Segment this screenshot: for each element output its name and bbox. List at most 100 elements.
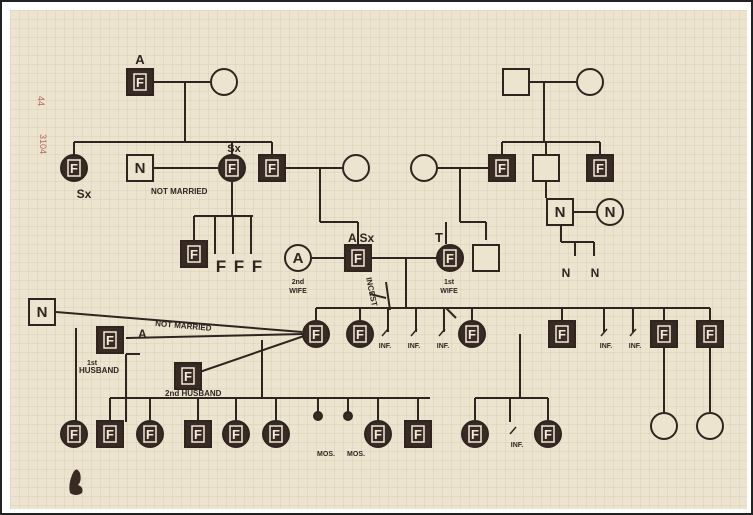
gen1-male-left-letter: F: [136, 75, 144, 90]
gen5-male-3: F: [404, 420, 432, 448]
gen4-male-n-letter: N: [37, 304, 48, 321]
margin-note-2: 3104: [38, 134, 48, 154]
gen4-second-husband-letter: F: [184, 369, 192, 384]
gen3-first-wife-letter: F: [446, 251, 454, 266]
gen5-female-4-letter: F: [272, 427, 280, 442]
label-a-husband: A: [138, 327, 147, 341]
gen3-male-a-sx-letter: F: [354, 251, 362, 266]
gen4-male-2-letter: F: [660, 327, 668, 342]
gen4-male-3: F: [696, 320, 724, 348]
infant-mark-1: [381, 328, 389, 337]
gen4-first-husband: F: [96, 326, 124, 354]
gen5-male-1-letter: F: [106, 427, 114, 442]
gen5-female-open-1: [650, 412, 678, 440]
label-second-husband: 2nd HUSBAND: [165, 389, 222, 398]
gen5-female-5-letter: F: [374, 427, 382, 442]
gen5-female-6-letter: F: [471, 427, 479, 442]
label-ffff-2: F: [234, 257, 244, 276]
gen2-female-sx-mid: F: [218, 154, 246, 182]
gen4-first-husband-letter: F: [106, 333, 114, 348]
gen1-male-left: F: [126, 68, 154, 96]
gen3-second-wife: A: [284, 244, 312, 272]
label-inf-5: INF.: [629, 343, 642, 350]
connection-lines: [55, 81, 711, 435]
label-ffff-3: F: [252, 257, 262, 276]
gen5-female-4: F: [262, 420, 290, 448]
gen2-female-sx-mid-letter: F: [228, 161, 236, 176]
gen5-female-2-letter: F: [146, 427, 154, 442]
gen3-male-n-letter: N: [555, 204, 566, 221]
label-first-wife-1: 1st: [444, 279, 455, 286]
label-second-wife-2: WIFE: [289, 288, 307, 295]
gen3-female-n-letter: N: [605, 204, 616, 221]
gen2-male-right-3-letter: F: [596, 161, 604, 176]
gen2-male-f: F: [258, 154, 286, 182]
label-inf-4: INF.: [600, 343, 613, 350]
gen1-female-left: [210, 68, 238, 96]
label-sx-left: Sx: [77, 187, 92, 201]
label-not-married-top: NOT MARRIED: [151, 187, 208, 196]
label-first-husband-2: HUSBAND: [79, 366, 119, 375]
margin-note-1: 44: [36, 96, 46, 106]
label-top-a: A: [135, 52, 145, 67]
gen2-male-n-letter: N: [135, 160, 146, 177]
gen4-female-1: F: [302, 320, 330, 348]
infant-mark-2: [410, 328, 418, 337]
gen4-male-2: F: [650, 320, 678, 348]
gen2-husband-right: [410, 154, 438, 182]
gen2-male-right-1-letter: F: [498, 161, 506, 176]
gen5-female-3-letter: F: [232, 427, 240, 442]
gen2-female-sx: F: [60, 154, 88, 182]
label-second-wife-1: 2nd: [292, 279, 304, 286]
label-inf-1: INF.: [379, 343, 392, 350]
gen5-male-2: F: [184, 420, 212, 448]
gen2-male-f-letter: F: [268, 161, 276, 176]
label-first-wife-2: WIFE: [440, 288, 458, 295]
infant-mark-3: [438, 328, 446, 337]
gen4-male-1-letter: F: [558, 327, 566, 342]
gen5-female-1: F: [60, 420, 88, 448]
gen5-female-6: F: [461, 420, 489, 448]
label-t: T: [435, 230, 443, 245]
gen1-female-right: [576, 68, 604, 96]
gen2-male-right-3: F: [586, 154, 614, 182]
gen3-first-wife: F: [436, 244, 464, 272]
label-first-husband-1: 1st: [87, 360, 98, 367]
gen3-second-wife-letter: A: [293, 250, 304, 267]
infant-mark-5: [629, 328, 637, 337]
label-inf-6: INF.: [511, 442, 524, 449]
label-sx-mid: Sx: [227, 143, 241, 155]
label-mos-1: MOS.: [317, 451, 335, 458]
infant-mark-6: [509, 426, 517, 435]
gen5-miscarriage-2: [343, 411, 353, 421]
gen2-male-n: N: [126, 154, 154, 182]
gen4-male-1: F: [548, 320, 576, 348]
label-inf-3: INF.: [437, 343, 450, 350]
label-n-child-1: N: [562, 266, 571, 280]
gen4-male-3-letter: F: [706, 327, 714, 342]
gen5-female-open-2: [696, 412, 724, 440]
gen4-second-husband: F: [174, 362, 202, 390]
gen3-male-n: N: [546, 198, 574, 226]
infant-mark-4: [600, 328, 608, 337]
gen2-wife: [342, 154, 370, 182]
gen5-female-5: F: [364, 420, 392, 448]
gen2-male-right-2: [532, 154, 560, 182]
gen5-female-3: F: [222, 420, 250, 448]
label-ffff-1: F: [216, 257, 226, 276]
gen5-male-1: F: [96, 420, 124, 448]
gen5-female-1-letter: F: [70, 427, 78, 442]
hand-icon: [69, 469, 83, 495]
gen5-miscarriage-1: [313, 411, 323, 421]
gen3-male-f-letter: F: [190, 247, 198, 262]
gen3-male-a-sx: F: [344, 244, 372, 272]
label-n-child-2: N: [591, 266, 600, 280]
label-a-sx: A Sx: [348, 231, 375, 245]
gen5-male-3-letter: F: [414, 427, 422, 442]
gen5-female-7: F: [534, 420, 562, 448]
gen3-male-f: F: [180, 240, 208, 268]
